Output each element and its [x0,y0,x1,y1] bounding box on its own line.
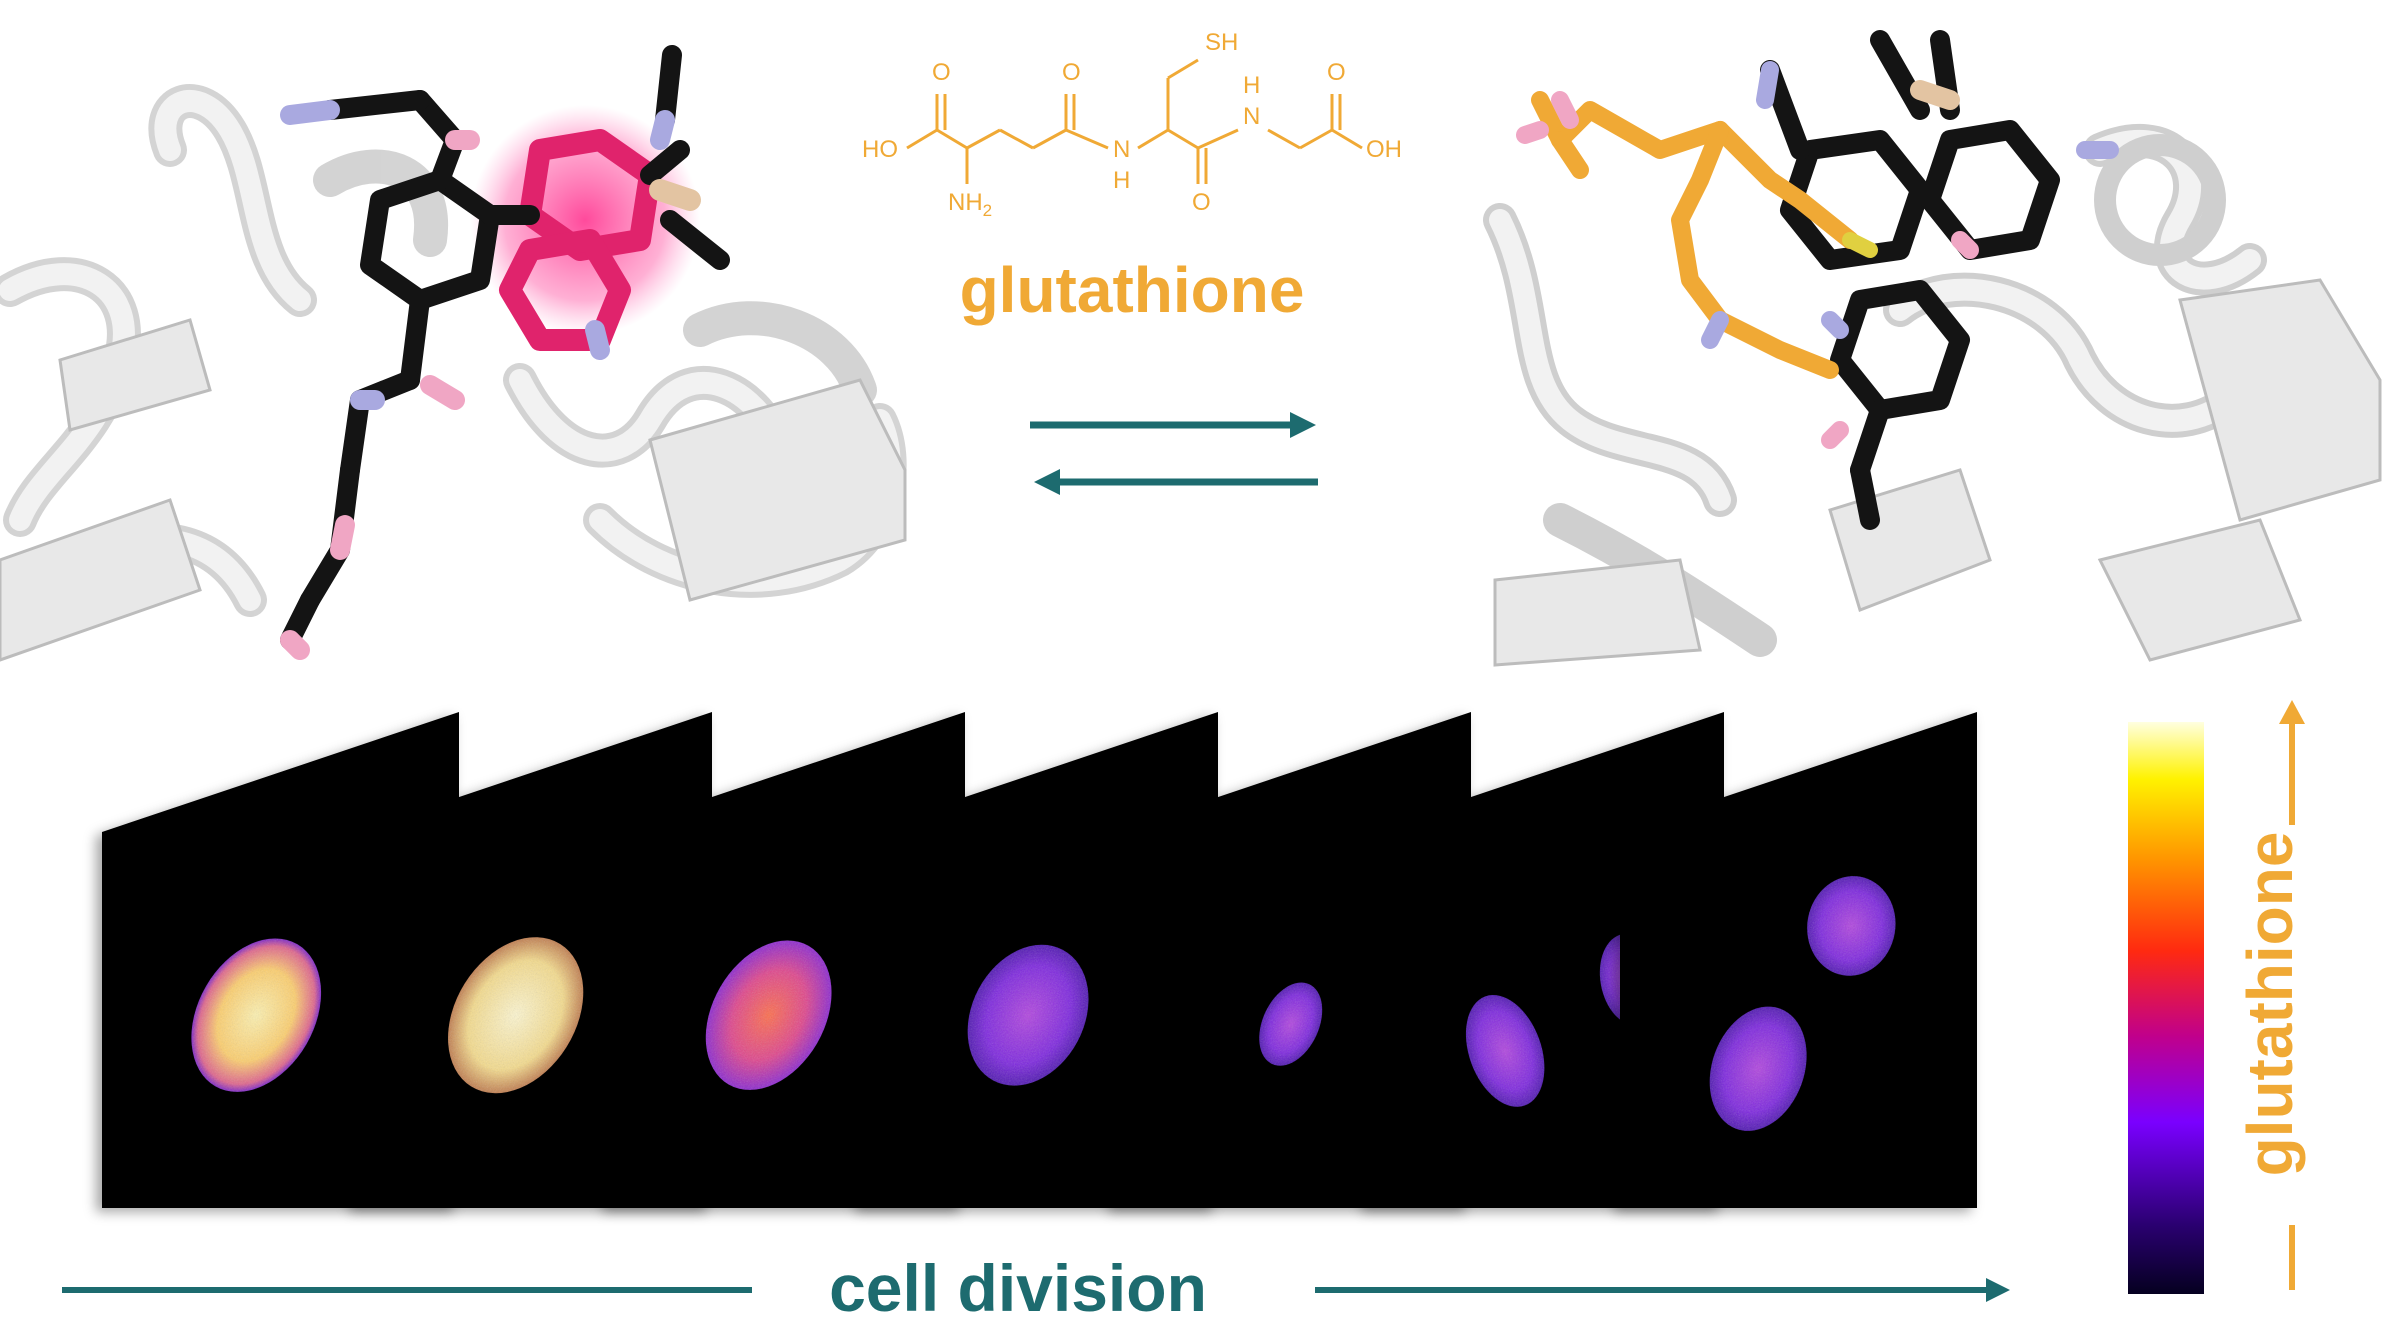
atom-oh: OH [1366,136,1402,163]
atom-o-4: O [1192,189,1211,216]
microscopy-frame-7 [1620,712,1977,1208]
silicon-atom [649,179,701,211]
probe-ligand-closed [280,45,730,660]
oxygen-atoms-right [1516,91,1979,449]
atom-nh2: NH2 [948,189,992,220]
nitrogen-atoms-right [1701,61,2119,349]
atom-n-2: N [1243,103,1260,130]
nitrogen-atoms [280,100,675,410]
cell-speckle [191,938,322,1092]
frame-panel [1620,712,1977,1208]
forward-arrow-head [1290,412,1316,438]
glutathione-structure [906,58,1363,184]
probe-ligand-open [1516,30,2119,530]
glutathione-atom-labels: O O O O SH HO OH NH2 N H N H [862,29,1402,220]
colorbar-label: glutathione [2234,832,2306,1177]
sulfur-atom-right [1842,232,1878,258]
atom-nh2-sub: 2 [983,201,992,220]
cell-speckle [1807,876,1896,976]
atom-ho: HO [862,136,898,163]
atom-n-1: N [1113,136,1130,163]
atom-h-2: H [1243,72,1260,99]
cell-speckle [705,940,832,1090]
helix-loop [2094,134,2226,266]
glutathione-title: glutathione [960,254,1305,326]
oxygen-atoms [280,130,480,660]
timeline-arrow-head [1986,1278,2010,1302]
cell-speckle [1709,1006,1807,1131]
ligand-backbone [280,45,730,650]
atom-h-1: H [1113,167,1130,194]
cell-speckle [1259,982,1323,1066]
atom-o-3: O [1327,59,1346,86]
atom-sh: SH [1205,29,1238,56]
atom-nh2-main: NH [948,189,983,216]
cell-division-timeline: cell division [62,1251,2010,1325]
cell-division-frames [102,712,1977,1208]
colorbar-axis-arrow [2279,700,2305,724]
reverse-arrow-head [1034,469,1060,495]
glutathione-adduct [1531,91,1859,379]
atom-o-2: O [1062,59,1081,86]
cell-speckle [967,944,1089,1086]
cell-speckle [1465,995,1545,1107]
equilibrium-arrows [1030,412,1318,495]
cell-division-label: cell division [829,1251,1207,1325]
atom-o-1: O [932,59,951,86]
silicon-atom-right [1910,80,1960,110]
cell-speckle [448,937,584,1094]
glutathione-colorbar: glutathione [2128,700,2306,1294]
colorbar-gradient [2128,722,2204,1294]
ligand-backbone-right [1760,30,2060,530]
